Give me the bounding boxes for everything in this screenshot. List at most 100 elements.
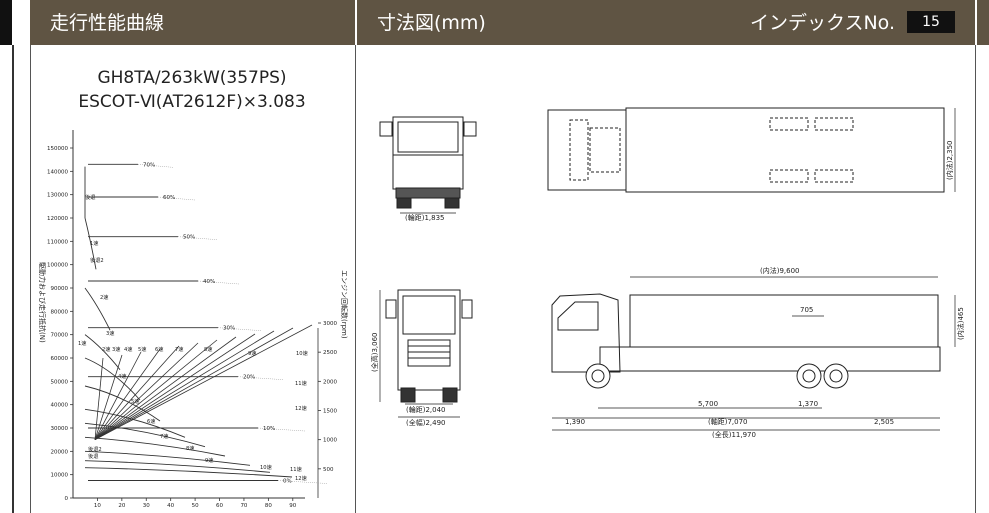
grade-line-dotted — [277, 480, 328, 484]
driving-force-curve — [84, 422, 206, 448]
grade-label: 60% — [163, 195, 175, 201]
gear-label: 後退2 — [88, 445, 102, 453]
grade-label: 50% — [183, 235, 195, 241]
rpm-tick-label: 1500 — [323, 409, 337, 415]
gear-label: 5速 — [131, 398, 140, 405]
side-view-truck — [551, 293, 941, 389]
y-tick-label: 90000 — [51, 286, 69, 292]
front-tread-dim: (輪距)2,040 — [406, 405, 446, 414]
driving-force-curve — [84, 287, 111, 331]
x-tick-label: 50 — [192, 503, 199, 509]
gear-rpm-line — [94, 330, 275, 441]
gear-label: 4速 — [124, 346, 133, 353]
inner-width-dim: (内法)2,350 — [945, 140, 954, 180]
gear-label: 8速 — [186, 445, 195, 452]
gear-rpm-line — [94, 339, 218, 440]
overall-width-dim: (全幅)2,490 — [406, 418, 446, 427]
gear-label: 12速 — [295, 405, 307, 412]
gear-label: 5速 — [138, 346, 147, 353]
front-overhang-dim: 1,390 — [565, 418, 585, 426]
y-tick-label: 10000 — [51, 473, 69, 479]
rear-tread-dim: (輪距)1,835 — [405, 213, 445, 222]
index-label: インデックスNo. — [750, 12, 895, 34]
rpm-tick-label: 1000 — [323, 438, 337, 444]
grade-line-dotted — [157, 196, 196, 201]
gear-label: 6速 — [147, 418, 156, 425]
x-tick-label: 40 — [167, 503, 174, 509]
y-tick-label: 120000 — [47, 216, 68, 222]
gear-rpm-line — [94, 342, 199, 440]
gear-label: 9速 — [248, 350, 257, 357]
dim-705: 705 — [800, 306, 813, 314]
gear-rpm-line — [94, 333, 256, 441]
grade-line-dotted — [237, 376, 284, 380]
chart-left-border — [30, 45, 31, 513]
section-divider — [355, 45, 356, 513]
y-tick-label: 50000 — [51, 379, 69, 385]
gear-label: 後退 — [85, 193, 95, 201]
right-header-title: 寸法図(mm) — [377, 12, 486, 34]
x-tick-label: 30 — [143, 503, 150, 509]
gear-label: 1速 — [78, 340, 87, 347]
gear-rpm-line — [94, 348, 161, 440]
gear-label: 2速 — [100, 294, 109, 301]
plan-view-truck — [547, 107, 945, 193]
wheelbase-dim: (軸距)7,070 — [708, 417, 748, 426]
rear-overhang-dim: 2,505 — [874, 418, 894, 426]
gear-label: 6速 — [155, 346, 164, 353]
grade-label: 70% — [143, 162, 155, 168]
gear-label: 10速 — [260, 464, 272, 471]
gear-label: 8速 — [204, 346, 213, 353]
rear-view-truck — [379, 116, 477, 209]
overall-height-dim: (全高)3,060 — [370, 332, 379, 372]
gear-label: 12速 — [295, 475, 307, 482]
gear-label: 4速 — [118, 373, 127, 380]
gear-label: 9速 — [205, 457, 214, 464]
left-page-border — [12, 45, 14, 513]
gear-rpm-line — [94, 336, 237, 440]
inner-height-dim: (内法)465 — [956, 307, 965, 340]
grade-label: 10% — [263, 426, 275, 432]
y-tick-label: 20000 — [51, 449, 69, 455]
gear-rpm-line — [94, 345, 180, 440]
rpm-axis-label: エンジン回転数(rpm) — [340, 270, 349, 339]
gear-rpm-line — [94, 324, 313, 441]
gear-label: 3速 — [106, 330, 115, 337]
y-tick-label: 130000 — [47, 193, 68, 199]
rpm-tick-label: 2500 — [323, 350, 337, 356]
y-tick-label: 80000 — [51, 309, 69, 315]
driving-force-curve — [84, 385, 161, 422]
driving-force-curve — [84, 217, 97, 270]
gear-rpm-line — [94, 354, 123, 440]
y-tick-label: 30000 — [51, 426, 69, 432]
x-tick-label: 20 — [118, 503, 125, 509]
chart-title-line2: ESCOT-Ⅵ(AT2612F)×3.083 — [78, 92, 306, 112]
driving-force-curve — [84, 436, 226, 457]
driving-force-curve — [84, 357, 141, 401]
gear-label: 2速 — [102, 346, 111, 353]
rpm-tick-label: 2000 — [323, 379, 337, 385]
grade-label: 30% — [223, 326, 235, 332]
grade-label: 20% — [243, 375, 255, 381]
y-tick-label: 110000 — [47, 239, 68, 245]
gear-rpm-line — [94, 357, 104, 440]
y-tick-label: 40000 — [51, 403, 69, 409]
left-section-header: 走行性能曲線 — [30, 0, 355, 45]
grade-label: 0% — [283, 479, 292, 485]
y-tick-label: 70000 — [51, 333, 69, 339]
gear-label: 11速 — [295, 380, 307, 387]
wb1-dim: 5,700 — [698, 400, 718, 408]
driving-force-curve — [84, 460, 271, 473]
x-tick-label: 80 — [265, 503, 272, 509]
wb2-dim: 1,370 — [798, 400, 818, 408]
prev-page-edge — [0, 0, 12, 45]
x-tick-label: 90 — [289, 503, 296, 509]
y-tick-label: 140000 — [47, 169, 68, 175]
right-section-header: 寸法図(mm) インデックスNo. 15 — [357, 0, 975, 45]
gear-label: 7速 — [160, 433, 169, 440]
gear-label: 後退2 — [90, 256, 104, 264]
right-page-border — [975, 45, 976, 513]
grade-label: 40% — [203, 279, 215, 285]
